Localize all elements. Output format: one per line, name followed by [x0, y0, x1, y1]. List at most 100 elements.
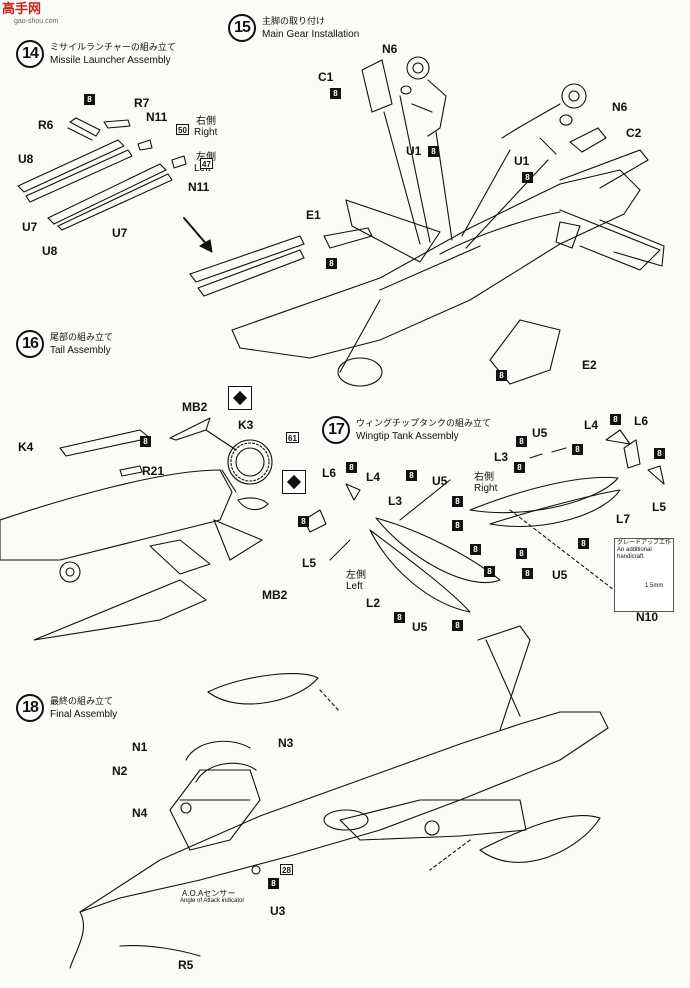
step-number: 15 [228, 14, 256, 42]
part-label: U5 [532, 426, 548, 440]
step-number: 17 [322, 416, 350, 444]
step-title-en: Final Assembly [50, 709, 118, 720]
step-number: 18 [16, 694, 44, 722]
upgrade-note-jp: グレードアップ工作 [617, 540, 672, 546]
side-left-jp: 左側 [346, 570, 366, 581]
step-18-header: 18 最終の組み立て Final Assembly [16, 694, 117, 722]
part-label: MB2 [182, 400, 208, 414]
part-label: L5 [302, 556, 317, 570]
main-fuselage-upper [231, 149, 665, 387]
part-label: C1 [318, 70, 334, 84]
watermark-url: gao-shou.com [14, 18, 59, 25]
part-label: L3 [494, 450, 509, 464]
part-label: R21 [142, 464, 165, 478]
part-label: L4 [366, 470, 381, 484]
side-right-en: Right [194, 127, 218, 138]
part-label: K4 [18, 440, 34, 454]
diamond-marker [282, 470, 306, 494]
cement-tag: 8 [84, 94, 95, 105]
cement-tag: 8 [140, 436, 151, 447]
cement-tag: 8 [516, 436, 527, 447]
upgrade-note-box: グレードアップ工作 An additional handicraft. 1.5m… [614, 538, 674, 612]
decal-tag: 28 [280, 864, 293, 875]
part-label: N11 [146, 110, 168, 124]
cement-tag: 8 [346, 462, 357, 473]
part-label: N3 [278, 736, 294, 750]
side-right-en: Right [474, 483, 498, 494]
cement-tag: 8 [330, 88, 341, 99]
cement-tag: 8 [496, 370, 507, 381]
part-label: L2 [366, 596, 381, 610]
cement-tag: 8 [428, 146, 439, 157]
part-label: N10 [636, 610, 659, 624]
step-title-en: Wingtip Tank Assembly [356, 431, 459, 442]
part-label: L5 [652, 500, 667, 514]
watermark-logo: 高手网 [2, 1, 42, 16]
part-label: C2 [626, 126, 642, 140]
part-label: N6 [612, 100, 628, 114]
cement-tag: 8 [522, 172, 533, 183]
part-label: U1 [514, 154, 530, 168]
diamond-marker [228, 386, 252, 410]
part-label: U5 [412, 620, 428, 634]
part-label: MB2 [262, 588, 288, 602]
part-label: N1 [132, 740, 148, 754]
cement-tag: 8 [654, 448, 665, 459]
upgrade-note-dim: 1.5mm [645, 583, 664, 589]
step-15-header: 15 主脚の取り付け Main Gear Installation [228, 14, 359, 42]
final-aircraft [69, 625, 609, 969]
step-title-jp: 尾部の組み立て [50, 332, 114, 342]
step-title-jp: ウィングチップタンクの組み立て [356, 418, 492, 428]
step-title-jp: ミサイルランチャーの組み立て [50, 42, 176, 52]
part-label: K3 [238, 418, 254, 432]
cement-tag: 8 [452, 496, 463, 507]
part-label: N6 [382, 42, 398, 56]
cement-tag: 8 [394, 612, 405, 623]
part-label: E1 [306, 208, 321, 222]
decal-tag: 61 [286, 432, 299, 443]
side-left-en: Left [346, 581, 363, 592]
cement-tag: 8 [610, 414, 621, 425]
part-label: E2 [582, 358, 597, 372]
part-label: U8 [18, 152, 34, 166]
main-gear-parts [323, 56, 607, 249]
cement-tag: 8 [406, 470, 417, 481]
aoa-label-en: Angle of Attack indicator [180, 898, 245, 904]
part-label: R6 [38, 118, 54, 132]
cement-tag: 8 [516, 548, 527, 559]
side-left-jp: 左側 [196, 152, 216, 163]
part-label: L6 [634, 414, 649, 428]
cement-tag: 8 [452, 520, 463, 531]
cement-tag: 8 [572, 444, 583, 455]
part-label: U8 [42, 244, 58, 258]
cement-tag: 8 [326, 258, 337, 269]
cement-tag: 8 [268, 878, 279, 889]
step-16-header: 16 尾部の組み立て Tail Assembly [16, 330, 113, 358]
part-label: L7 [616, 512, 631, 526]
step-number: 16 [16, 330, 44, 358]
part-label: U5 [432, 474, 448, 488]
cement-tag: 8 [522, 568, 533, 579]
cement-tag: 8 [578, 538, 589, 549]
side-right-jp: 右側 [196, 116, 216, 127]
part-label: U5 [552, 568, 568, 582]
step-title-jp: 主脚の取り付け [262, 16, 326, 26]
part-label: R5 [178, 958, 194, 972]
cement-tag: 8 [298, 516, 309, 527]
part-label: N11 [188, 180, 210, 194]
cement-tag: 8 [514, 462, 525, 473]
upgrade-note-en: An additional handicraft. [617, 547, 652, 560]
aoa-label-jp: A.O.Aセンサー [182, 889, 236, 898]
part-label: L6 [322, 466, 337, 480]
cement-tag: 8 [470, 544, 481, 555]
part-label: U1 [406, 144, 422, 158]
decal-tag: 50 [176, 124, 189, 135]
step-number: 14 [16, 40, 44, 68]
part-label: N2 [112, 764, 128, 778]
part-label: L4 [584, 418, 599, 432]
part-label: N4 [132, 806, 148, 820]
step-title-en: Main Gear Installation [262, 29, 360, 40]
step-title-en: Tail Assembly [50, 345, 111, 356]
part-label: U7 [112, 226, 128, 240]
